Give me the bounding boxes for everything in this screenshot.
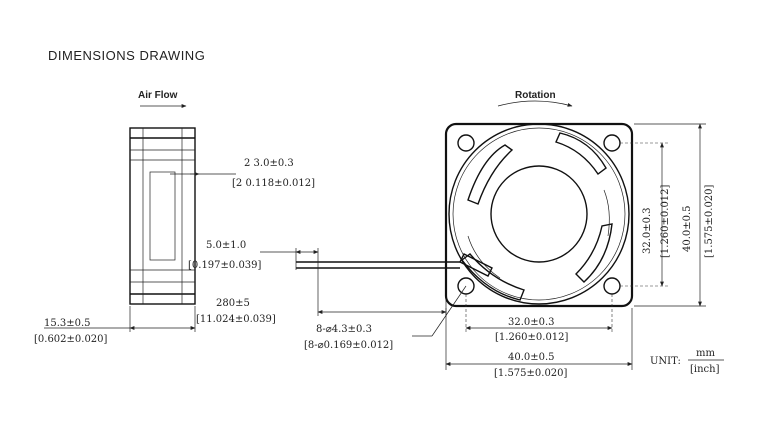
front-view: Rotation 8-⌀4.3±0.3 [8-⌀0.169±0.012] 32.… <box>304 90 724 379</box>
height-inch: [1.575±0.020] <box>704 184 715 258</box>
fan-side-housing <box>129 127 196 305</box>
hole-spacing-v-mm: 32.0±0.3 <box>642 207 653 254</box>
drawing-title: DIMENSIONS DRAWING <box>48 48 205 63</box>
mount-hole-tr <box>603 134 621 152</box>
side-view: Air Flow 2 3.0±0.3 [2 0.118±0.012] 15.3±… <box>34 90 315 345</box>
cable-length-mm: 280±5 <box>216 298 250 309</box>
rotation-label: Rotation <box>515 90 556 101</box>
frame-thickness-inch: [2 0.118±0.012] <box>232 178 315 189</box>
hole-spacing-v-inch: [1.260±0.012] <box>660 184 671 258</box>
height-mm: 40.0±0.5 <box>682 205 693 252</box>
rotation-arrow <box>497 100 573 107</box>
mount-hole-br <box>603 277 621 295</box>
width-inch: [1.575±0.020] <box>494 368 568 379</box>
fan-opening <box>448 123 630 305</box>
frame-thickness-mm: 2 3.0±0.3 <box>244 158 294 169</box>
hole-size-inch: [8-⌀0.169±0.012] <box>304 340 393 351</box>
air-flow-label: Air Flow <box>138 90 178 101</box>
width-mm: 40.0±0.5 <box>508 352 555 363</box>
hole-spacing-h-mm: 32.0±0.3 <box>508 317 555 328</box>
wire-strip-inch: [0.197±0.039] <box>188 260 262 271</box>
unit-label: UNIT: <box>650 356 681 367</box>
lead-wires: 5.0±1.0 [0.197±0.039] 280±5 [11.024±0.03… <box>188 240 460 325</box>
unit-top: mm <box>696 348 715 359</box>
depth-inch: [0.602±0.020] <box>34 334 108 345</box>
depth-mm: 15.3±0.5 <box>44 318 91 329</box>
hole-spacing-h-inch: [1.260±0.012] <box>495 332 569 343</box>
fan-hub <box>490 165 588 263</box>
mount-hole-tl <box>457 134 475 152</box>
unit-bottom: [inch] <box>690 364 720 375</box>
cable-length-inch: [11.024±0.039] <box>196 314 276 325</box>
wire-strip-mm: 5.0±1.0 <box>206 240 246 251</box>
hole-size-mm: 8-⌀4.3±0.3 <box>316 324 372 335</box>
